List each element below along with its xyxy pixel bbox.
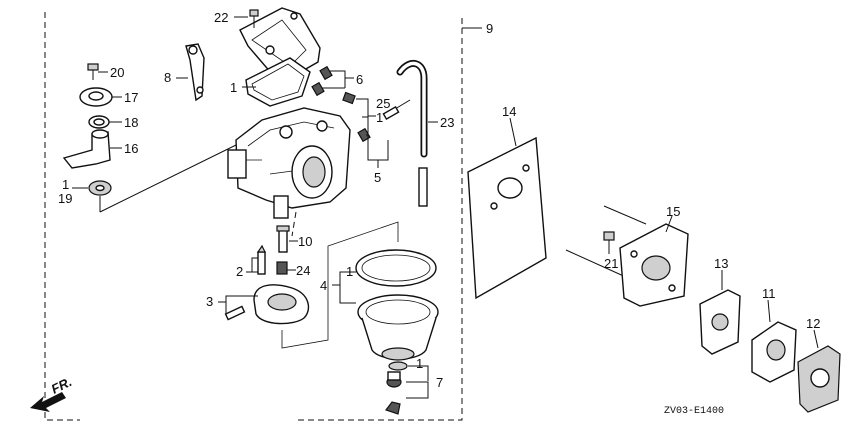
callout-2: 2 xyxy=(236,264,243,279)
callout-3: 3 xyxy=(206,294,213,309)
insulator-15 xyxy=(565,205,689,307)
callout-8: 8 xyxy=(164,70,171,85)
callout-7: 7 xyxy=(436,375,443,390)
callout-15: 15 xyxy=(666,204,680,219)
callout-1-screw: 1 xyxy=(376,110,383,125)
float-chamber-4 xyxy=(357,294,439,361)
washer-19 xyxy=(88,180,112,196)
callout-9: 9 xyxy=(486,21,493,36)
callout-10: 10 xyxy=(298,234,312,249)
spacer-11 xyxy=(751,321,797,383)
screw-22 xyxy=(249,9,259,28)
choke-lever-8 xyxy=(185,43,205,102)
callout-17: 17 xyxy=(124,90,138,105)
callout-11: 11 xyxy=(762,286,776,301)
float-3 xyxy=(224,284,310,325)
pilot-screws xyxy=(342,91,411,143)
callout-12: 12 xyxy=(806,316,820,331)
jet-10 xyxy=(276,225,290,253)
callout-14: 14 xyxy=(502,104,516,119)
callout-20: 20 xyxy=(110,65,124,80)
throttle-lever-16 xyxy=(62,129,111,169)
callout-19: 19 xyxy=(58,191,72,206)
front-direction-arrow xyxy=(30,392,66,412)
assembly-boundary xyxy=(295,18,463,421)
callout-21: 21 xyxy=(604,256,618,271)
callout-1-drain-washer: 1 xyxy=(416,356,423,371)
callout-16: 16 xyxy=(124,141,138,156)
fuel-tube-lower xyxy=(418,167,428,207)
assembly-boundary-left xyxy=(44,12,80,421)
callout-23: 23 xyxy=(440,115,454,130)
gasket-12 xyxy=(797,345,841,413)
callout-4: 4 xyxy=(320,278,327,293)
cap-17 xyxy=(79,87,113,107)
needle-jet-2 xyxy=(256,244,266,275)
nut-24 xyxy=(276,261,288,275)
bolt-21 xyxy=(603,231,615,254)
callout-25: 25 xyxy=(376,96,390,111)
bowl-gasket xyxy=(355,249,437,287)
bolt-20 xyxy=(87,63,99,80)
callout-1-bowl-gasket: 1 xyxy=(346,264,353,279)
gasket-14 xyxy=(467,136,547,300)
callout-5: 5 xyxy=(374,170,381,185)
drain-bolt-7 xyxy=(385,361,408,415)
callout-6: 6 xyxy=(356,72,363,87)
callout-13: 13 xyxy=(714,256,728,271)
fuel-tube-23 xyxy=(396,60,428,158)
carburetor-body xyxy=(227,107,351,219)
carburetor-cover xyxy=(239,7,321,79)
gasket-13 xyxy=(699,289,741,355)
callout-1-gasket: 1 xyxy=(230,80,237,95)
seal-18 xyxy=(88,115,110,129)
callout-22: 22 xyxy=(214,10,228,25)
diagram-code: ZV03-E1400 xyxy=(664,406,724,417)
callout-24: 24 xyxy=(296,263,310,278)
callout-18: 18 xyxy=(124,115,138,130)
screws-6 xyxy=(311,65,333,97)
callout-1-washer: 1 xyxy=(62,177,69,192)
front-direction-label: FR. xyxy=(49,374,74,397)
